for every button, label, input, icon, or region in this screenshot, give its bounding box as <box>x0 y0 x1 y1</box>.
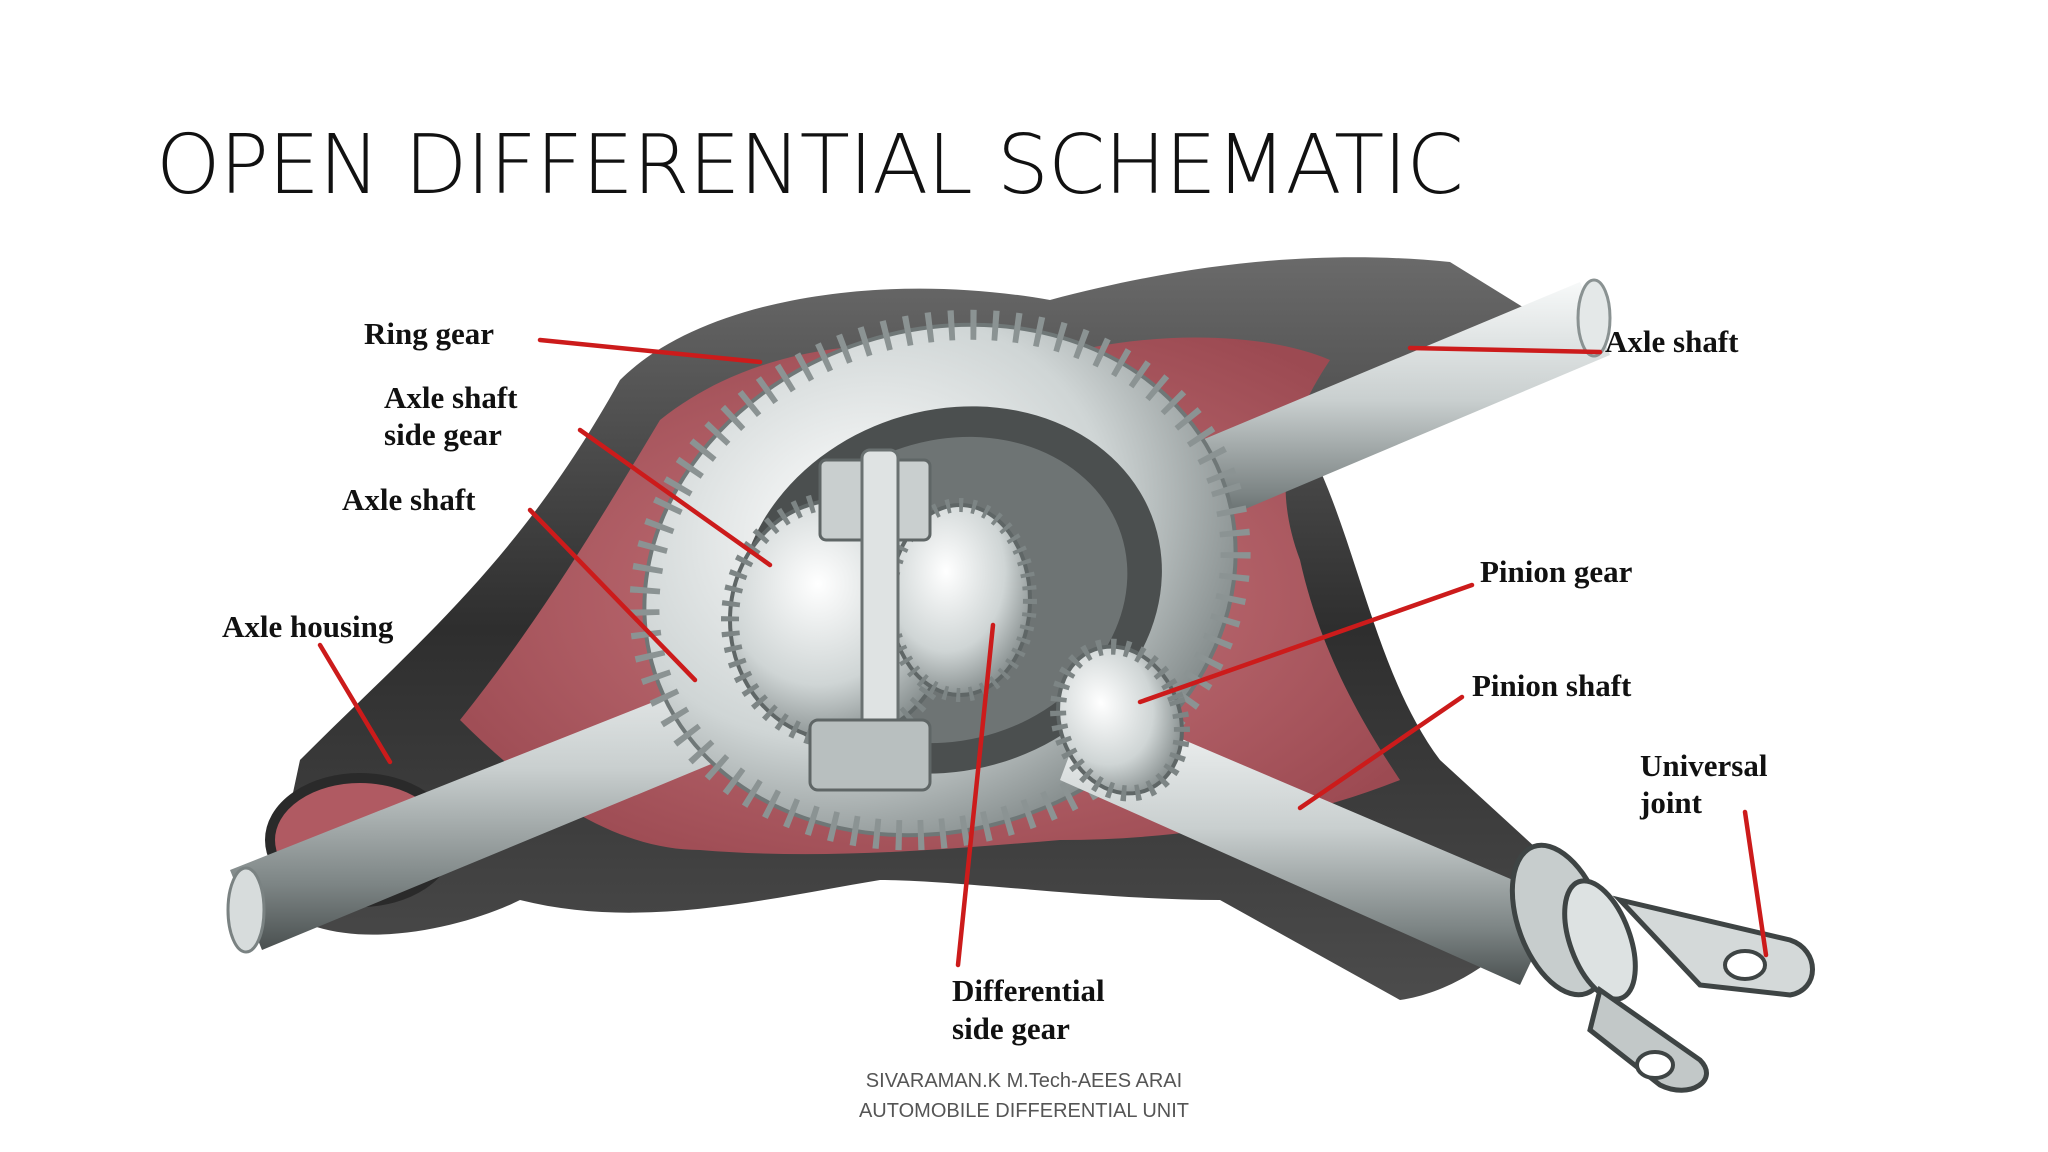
leader-pinion-gear <box>1137 582 1475 705</box>
label-differential-side-gear-line2: side gear <box>952 1011 1070 1046</box>
leader-ring-gear <box>537 337 763 365</box>
footer-subject: AUTOMOBILE DIFFERENTIAL UNIT <box>858 1100 1190 1122</box>
pinion-graphic <box>1050 638 1560 985</box>
label-universal-joint-line2: joint <box>1639 785 1703 820</box>
footer-author: SIVARAMAN.K M.Tech-AEES ARAI <box>865 1070 1183 1092</box>
callout-labels: Ring gear Axle shaft side gear Axle shaf… <box>222 316 1768 1046</box>
label-differential-side-gear-line1: Differential <box>952 973 1105 1008</box>
leader-lines <box>317 337 1769 968</box>
label-axle-housing: Axle housing <box>222 609 394 644</box>
universal-joint-graphic <box>1509 842 1815 1093</box>
leader-pinion-shaft <box>1297 694 1465 811</box>
leader-axle-shaft-right <box>1407 345 1603 355</box>
leader-universal-joint <box>1742 809 1769 958</box>
label-axle-shaft-side-gear-line2: side gear <box>384 417 502 452</box>
label-pinion-gear: Pinion gear <box>1480 554 1633 589</box>
label-axle-shaft-side-gear-line1: Axle shaft <box>384 380 518 415</box>
leader-axle-housing <box>317 642 393 765</box>
leader-differential-side-gear <box>955 622 996 968</box>
label-universal-joint-line1: Universal <box>1640 748 1768 783</box>
differential-gears-graphic <box>721 448 1037 792</box>
label-axle-shaft-right: Axle shaft <box>1605 324 1739 359</box>
leader-axle-shaft-side-gear <box>577 427 773 568</box>
label-ring-gear: Ring gear <box>364 316 494 351</box>
slide-title: OPEN DIFFERENTIAL SCHEMATIC <box>156 118 1464 213</box>
leader-axle-shaft-left <box>527 507 698 683</box>
label-pinion-shaft: Pinion shaft <box>1472 668 1632 703</box>
label-axle-shaft-left: Axle shaft <box>342 482 476 517</box>
